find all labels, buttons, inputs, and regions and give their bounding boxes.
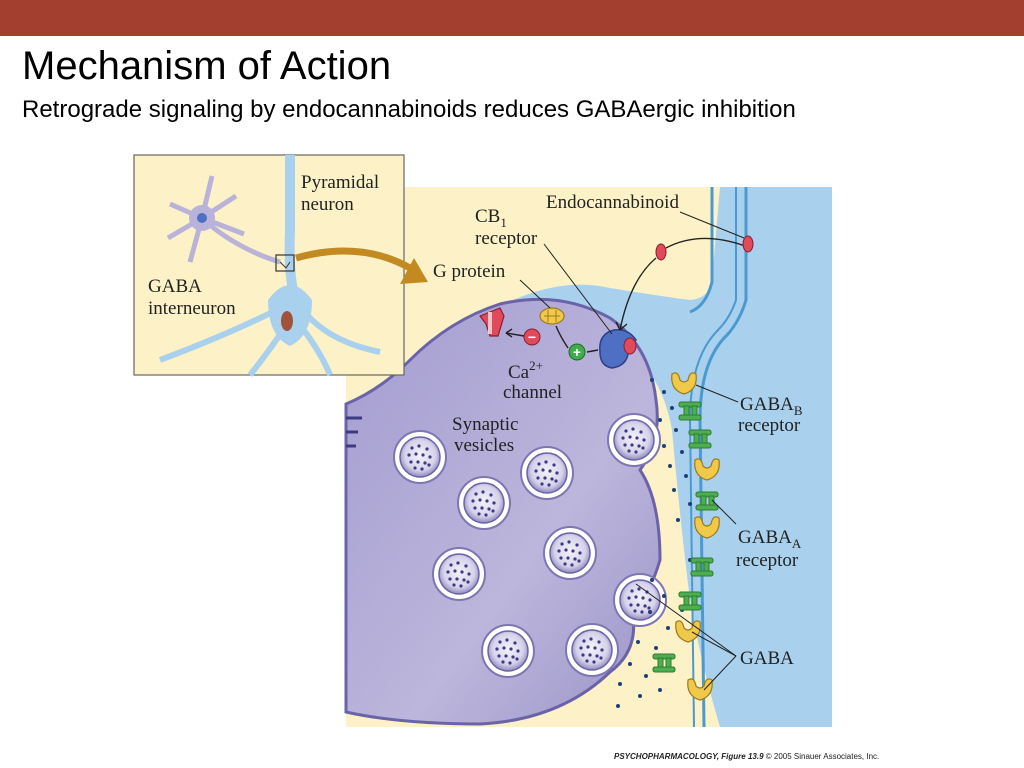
gaba-a-receptor-label-2: receptor: [736, 550, 799, 571]
gaba-interneuron-label-2: interneuron: [148, 298, 236, 319]
ca-channel-label-2: channel: [503, 382, 562, 403]
top-accent-bar: [0, 0, 1024, 36]
g-protein-label: G protein: [433, 261, 506, 282]
endocannabinoid-molecules: [655, 235, 754, 261]
figure-credit: PSYCHOPHARMACOLOGY, Figure 13.9 © 2005 S…: [614, 752, 879, 761]
cb1-receptor-label-2: receptor: [475, 228, 538, 249]
plus-sign-icon: +: [568, 343, 586, 361]
diagram-labels: Endocannabinoid CB1 receptor G protein C…: [433, 192, 803, 669]
credit-copyright: © 2005 Sinauer Associates, Inc.: [765, 752, 880, 761]
gaba-b-receptor-label: GABAB: [740, 394, 803, 418]
label-leader-lines: [519, 211, 745, 691]
slide-title: Mechanism of Action: [22, 44, 392, 88]
gaba-molecules: [616, 378, 692, 708]
gaba-interneuron-label: GABA: [148, 276, 202, 297]
svg-text:+: +: [573, 344, 581, 360]
ca-channel-label: Ca2+: [508, 358, 543, 383]
pyramidal-neuron-label: Pyramidal: [301, 172, 379, 193]
zoom-arrow: [295, 247, 428, 284]
slide-subtitle: Retrograde signaling by endocannabinoids…: [22, 96, 796, 123]
svg-text:−: −: [528, 329, 536, 345]
minus-sign-icon: −: [523, 328, 541, 346]
g-protein: [539, 307, 565, 325]
signaling-arrows: [505, 237, 746, 353]
gaba-label: GABA: [740, 648, 794, 669]
cb1-receptor-label: CB1: [475, 206, 507, 230]
gaba-b-receptor-label-2: receptor: [738, 415, 801, 436]
inset-neuron-panel: [133, 154, 405, 377]
synaptic-vesicles-label: Synaptic: [452, 414, 519, 435]
synaptic-vesicles-label-2: vesicles: [454, 435, 514, 456]
calcium-channel: [479, 307, 505, 337]
credit-book: PSYCHOPHARMACOLOGY, Figure 13.9: [614, 752, 764, 761]
pyramidal-neuron-label-2: neuron: [301, 194, 354, 215]
cb1-receptor: [599, 328, 637, 369]
gaba-a-receptor-label: GABAA: [738, 527, 802, 551]
endocannabinoid-label: Endocannabinoid: [546, 192, 679, 213]
inset-labels: Pyramidal neuron GABA interneuron: [148, 172, 379, 319]
